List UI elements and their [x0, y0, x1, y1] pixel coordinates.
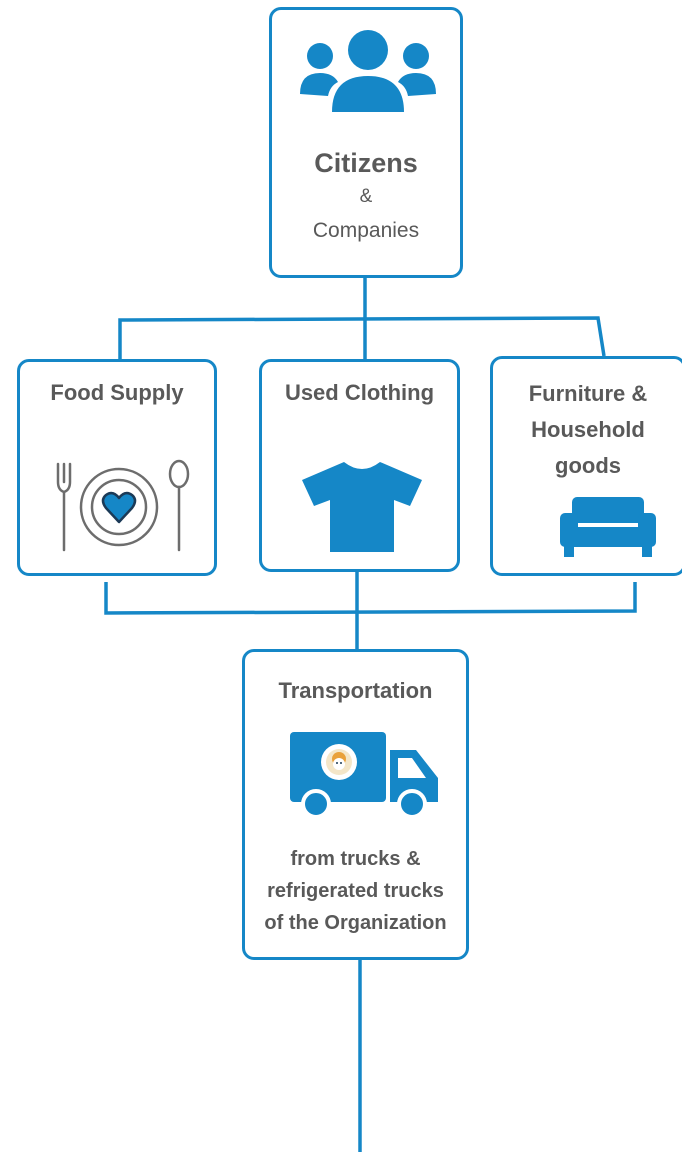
companies-subtitle: Companies	[312, 219, 420, 242]
transport-desc-line2: refrigerated trucks	[267, 880, 444, 902]
delivery-truck-icon	[290, 732, 438, 818]
citizens-companies-box: Citizens & Companies	[269, 7, 463, 278]
furniture-label-line1: Furniture &	[528, 381, 648, 406]
connector-bottom-branch	[104, 582, 637, 615]
transport-desc-line1: from trucks &	[290, 848, 421, 870]
used-clothing-label: Used Clothing	[284, 380, 435, 405]
furniture-label-line3: goods	[555, 453, 621, 478]
used-clothing-box: Used Clothing	[259, 359, 460, 572]
transportation-title: Transportation	[278, 678, 433, 703]
transport-desc-line3: of the Organization	[264, 912, 447, 934]
users-icon	[300, 30, 436, 112]
furniture-label-line2: Household	[531, 417, 645, 442]
sofa-icon	[560, 497, 656, 557]
plate-cutlery-heart-icon	[56, 459, 190, 552]
furniture-household-box: Furniture & Household goods	[490, 356, 682, 576]
transportation-box: Transportation from trucks & refrigerate…	[242, 649, 469, 960]
food-supply-box: Food Supply	[17, 359, 217, 576]
connector-top-branch	[118, 316, 606, 360]
food-supply-label: Food Supply	[50, 380, 184, 405]
citizens-title: Citizens	[314, 148, 418, 178]
tshirt-icon	[302, 462, 422, 552]
ampersand: &	[359, 186, 373, 207]
